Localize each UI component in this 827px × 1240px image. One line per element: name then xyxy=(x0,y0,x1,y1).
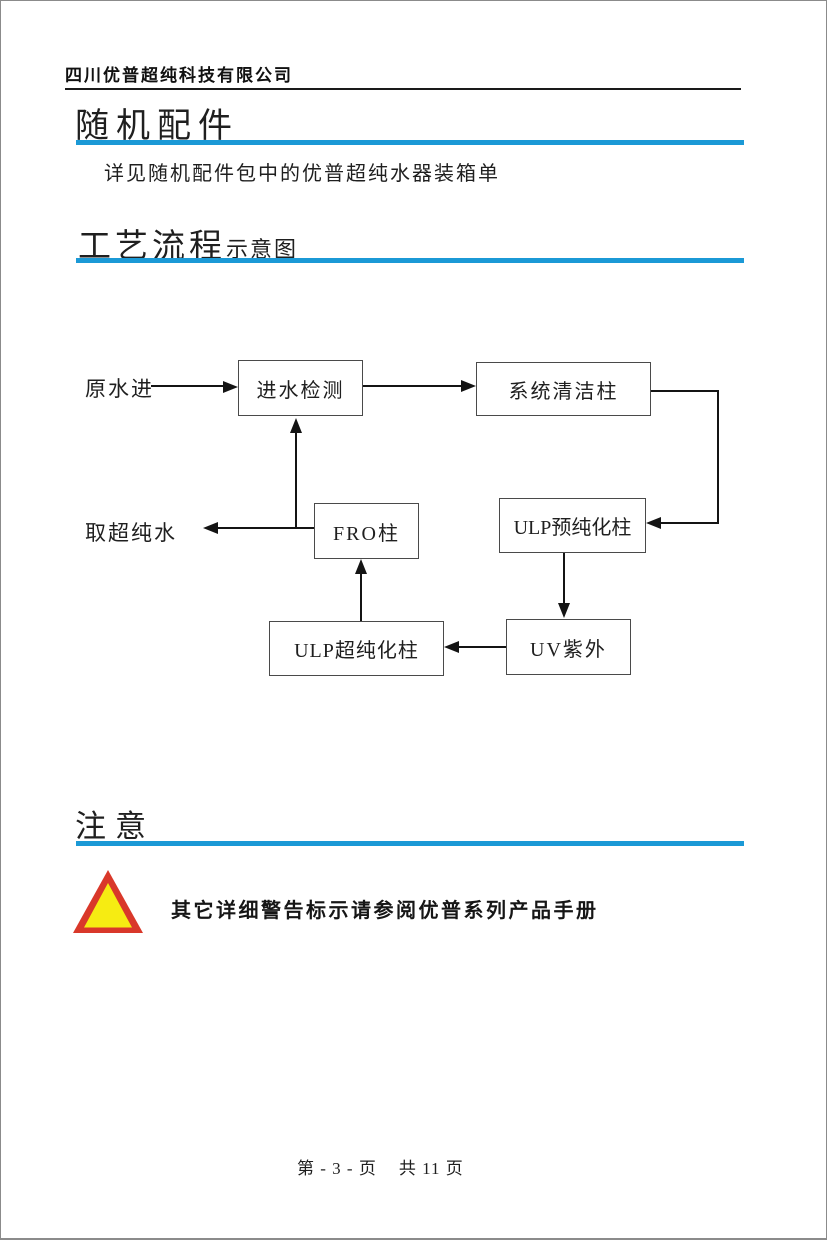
footer-page-number: 第 - 3 - 页 xyxy=(297,1159,377,1178)
accessories-body-text: 详见随机配件包中的优普超纯水器装箱单 xyxy=(104,163,500,185)
accessories-title-rule xyxy=(76,140,744,145)
flow-node-ulp-prepurify-column: ULP预纯化柱 xyxy=(499,498,646,553)
page-footer: 第 - 3 - 页 共 11 页 xyxy=(297,1154,464,1179)
flow-label-take-ultrapure-water: 取超纯水 xyxy=(85,521,177,545)
flow-line xyxy=(295,431,297,529)
process-title-sub: 示意图 xyxy=(226,237,299,262)
flow-node-system-clean-column: 系统清洁柱 xyxy=(476,362,651,416)
section-title-notice: 注意 xyxy=(75,809,155,844)
flow-node-uv-lamp: UV紫外 xyxy=(506,619,631,675)
arrowhead-up-icon xyxy=(290,418,302,433)
flow-line xyxy=(360,572,362,621)
header-underline xyxy=(65,88,741,90)
flow-node-inlet-check: 进水检测 xyxy=(238,360,363,416)
warning-text: 其它详细警告标示请参阅优普系列产品手册 xyxy=(171,900,599,922)
arrowhead-down-icon xyxy=(558,603,570,618)
arrowhead-right-icon xyxy=(461,380,476,392)
notice-title-rule xyxy=(76,841,744,846)
footer-total-pages: 共 11 页 xyxy=(398,1159,464,1178)
flow-line xyxy=(717,390,719,524)
flow-line xyxy=(659,522,719,524)
flow-line xyxy=(563,553,565,605)
arrowhead-right-icon xyxy=(223,381,238,393)
warning-triangle-icon xyxy=(73,870,143,933)
company-name: 四川优普超纯科技有限公司 xyxy=(65,66,293,85)
flow-line xyxy=(216,527,314,529)
flow-line xyxy=(363,385,463,387)
section-title-accessories: 随机配件 xyxy=(75,108,239,145)
arrowhead-up-icon xyxy=(355,559,367,574)
flow-line xyxy=(151,385,225,387)
flow-node-fro-column: FRO柱 xyxy=(314,503,419,559)
flow-label-raw-water-in: 原水进 xyxy=(85,377,154,401)
arrowhead-left-icon xyxy=(444,641,459,653)
flow-line xyxy=(651,390,719,392)
flow-node-ulp-ultrapurify-column: ULP超纯化柱 xyxy=(269,621,444,676)
arrowhead-left-icon xyxy=(203,522,218,534)
flow-line xyxy=(457,646,506,648)
process-title-rule xyxy=(76,258,744,263)
arrowhead-left-icon xyxy=(646,517,661,529)
